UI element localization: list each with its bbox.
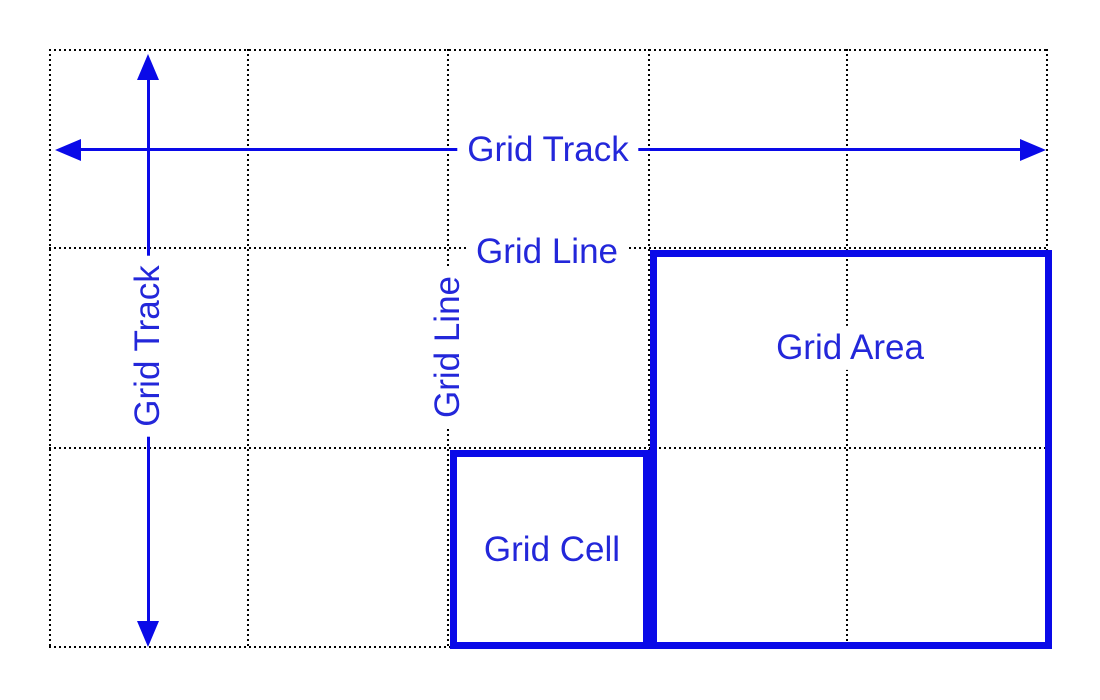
horizontal-track-arrowhead-left-icon xyxy=(55,139,81,161)
vertical-track-arrowhead-bottom-icon xyxy=(137,621,159,647)
grid-dotted-row-line-1 xyxy=(49,49,1048,51)
grid-line-label-horizontal: Grid Line xyxy=(465,229,629,275)
grid-cell-box xyxy=(450,450,650,649)
grid-line-label-vertical: Grid Line xyxy=(425,265,471,429)
grid-cell-label: Grid Cell xyxy=(483,529,621,569)
grid-dotted-column-line-2 xyxy=(247,49,249,649)
grid-dotted-column-line-4 xyxy=(648,49,650,649)
horizontal-track-arrowhead-right-icon xyxy=(1020,139,1046,161)
grid-dotted-row-line-3 xyxy=(49,447,1048,449)
grid-area-label: Grid Area xyxy=(766,325,934,371)
grid-track-label-vertical: Grid Track xyxy=(125,255,171,437)
grid-dotted-column-line-1 xyxy=(49,49,51,649)
vertical-track-arrowhead-top-icon xyxy=(137,54,159,80)
grid-track-label-horizontal: Grid Track xyxy=(457,127,639,173)
grid-area-box xyxy=(650,250,1052,649)
